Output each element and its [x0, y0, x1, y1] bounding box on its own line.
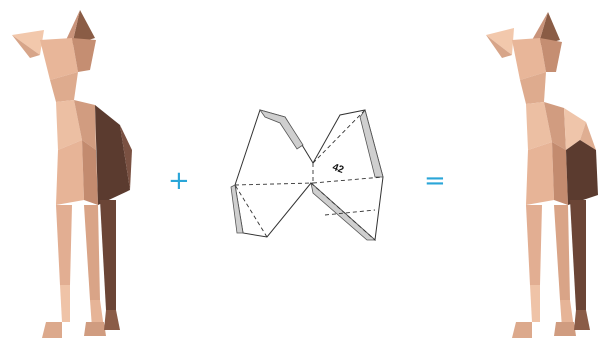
lowpoly-dog-model-left [0, 0, 160, 348]
papercraft-net: 42 [225, 105, 385, 245]
equals-sign: = [424, 168, 446, 194]
lowpoly-dog-model-right [468, 0, 605, 348]
plus-sign: + [168, 168, 190, 194]
